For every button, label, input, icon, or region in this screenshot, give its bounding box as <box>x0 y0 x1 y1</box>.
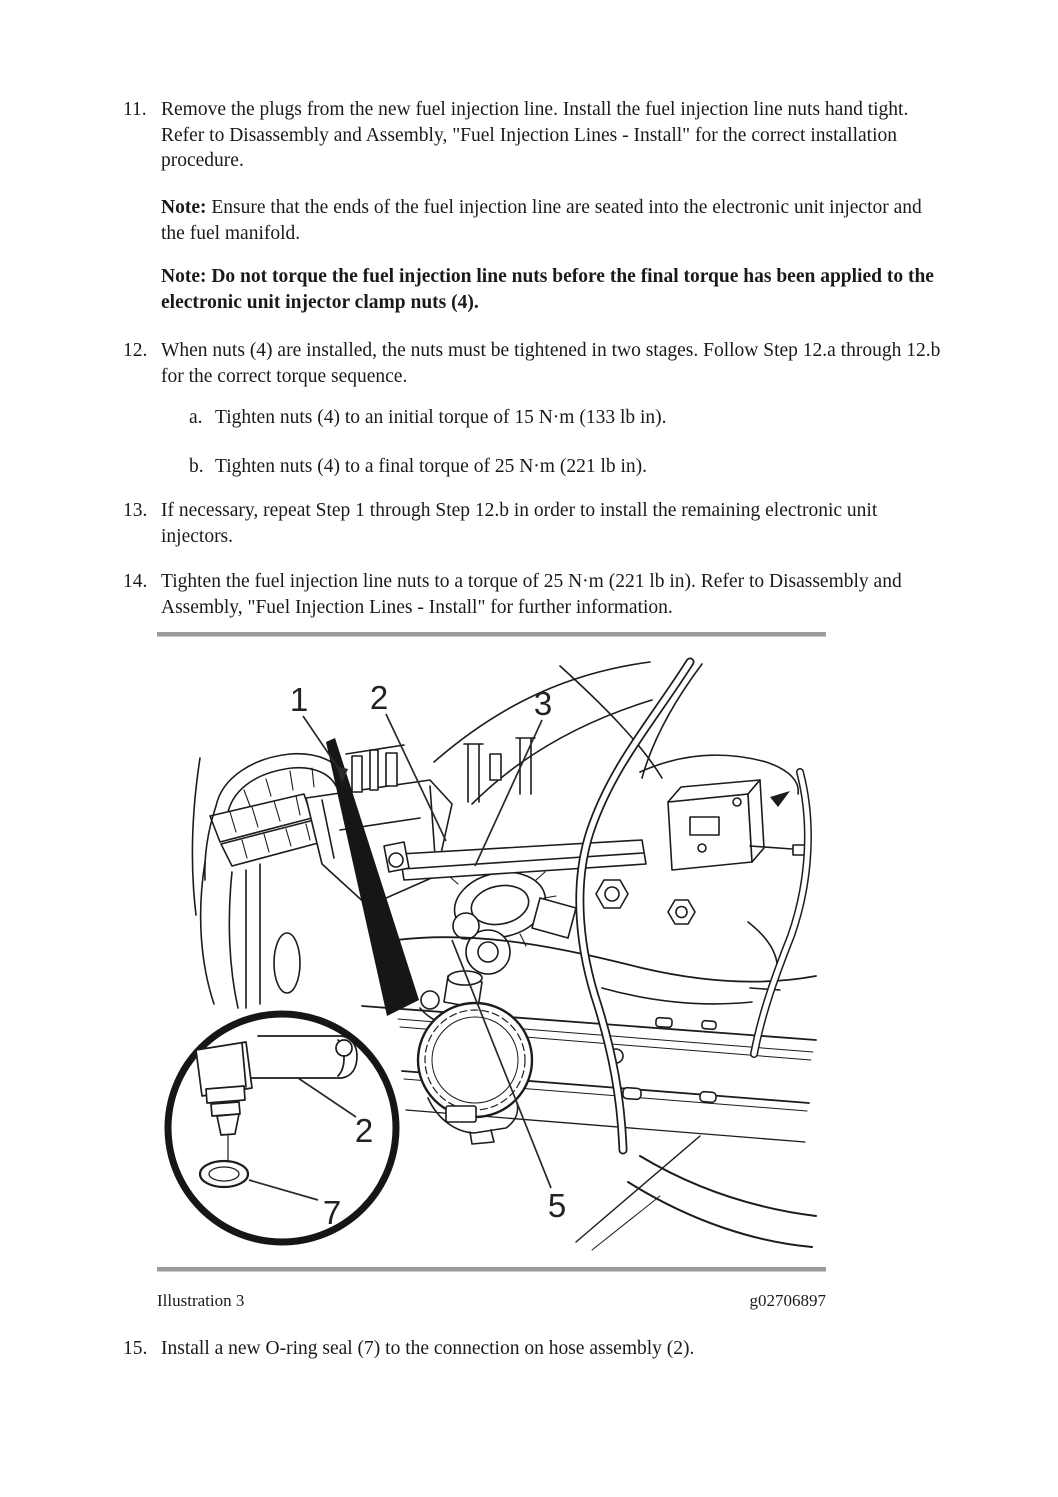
inset-callout-7: 7 <box>323 1194 341 1231</box>
step-11: 11. Remove the plugs from the new fuel i… <box>123 97 941 174</box>
step-12: 12. When nuts (4) are installed, the nut… <box>123 338 941 389</box>
substep-b-number: b. <box>189 456 204 477</box>
note-2-text: Note: Do not torque the fuel injection l… <box>161 266 934 313</box>
inset-pointer-wedge <box>326 738 419 1016</box>
figure-top-divider <box>157 632 826 637</box>
step-14: 14. Tighten the fuel injection line nuts… <box>123 569 941 620</box>
callout-1: 1 <box>290 681 308 718</box>
figure-bottom-divider <box>157 1267 826 1272</box>
step-12-number: 12. <box>123 340 148 361</box>
step-13-number: 13. <box>123 500 148 521</box>
substep-a-number: a. <box>189 407 203 428</box>
step-14-number: 14. <box>123 571 148 592</box>
step-13: 13. If necessary, repeat Step 1 through … <box>123 498 941 549</box>
inset-sensor-drawing <box>195 1035 358 1189</box>
step-13-text: If necessary, repeat Step 1 through Step… <box>161 500 878 547</box>
engine-line-art <box>191 661 817 1251</box>
callout-5: 5 <box>548 1187 566 1224</box>
substep-b-text: Tighten nuts (4) to a final torque of 25… <box>215 456 648 477</box>
step-15-text: Install a new O-ring seal (7) to the con… <box>161 1338 695 1359</box>
figure-code: g02706897 <box>749 1291 827 1310</box>
step-14-text: Tighten the fuel injection line nuts to … <box>161 571 902 618</box>
figure-caption: Illustration 3 <box>157 1291 245 1310</box>
note-2: Note: Do not torque the fuel injection l… <box>123 264 941 315</box>
callout-3: 3 <box>534 685 552 722</box>
note-1: Note: Ensure that the ends of the fuel i… <box>123 195 941 246</box>
figure-caption-row: Illustration 3 g02706897 <box>157 1291 826 1311</box>
o-ring-drawing <box>198 1159 250 1189</box>
step-11-text: Remove the plugs from the new fuel injec… <box>161 99 909 171</box>
inset-callout-2: 2 <box>355 1112 373 1149</box>
callout-2: 2 <box>370 679 388 716</box>
callout-1-arrowhead <box>336 766 348 783</box>
substep-a-text: Tighten nuts (4) to an initial torque of… <box>215 407 667 428</box>
step-12-text: When nuts (4) are installed, the nuts mu… <box>161 340 941 387</box>
step-15-number: 15. <box>123 1338 148 1359</box>
step-11-number: 11. <box>123 99 147 120</box>
callout-labels: 1 2 3 5 2 7 <box>290 679 566 1231</box>
note-1-text: Ensure that the ends of the fuel injecti… <box>161 197 922 244</box>
note-1-label: Note: <box>161 197 207 218</box>
substep-b: b. Tighten nuts (4) to a final torque of… <box>123 454 941 480</box>
callout-leaders <box>248 713 552 1201</box>
hose-lines <box>575 657 812 1155</box>
substep-a: a. Tighten nuts (4) to an initial torque… <box>123 405 941 431</box>
step-15: 15. Install a new O-ring seal (7) to the… <box>123 1336 941 1362</box>
